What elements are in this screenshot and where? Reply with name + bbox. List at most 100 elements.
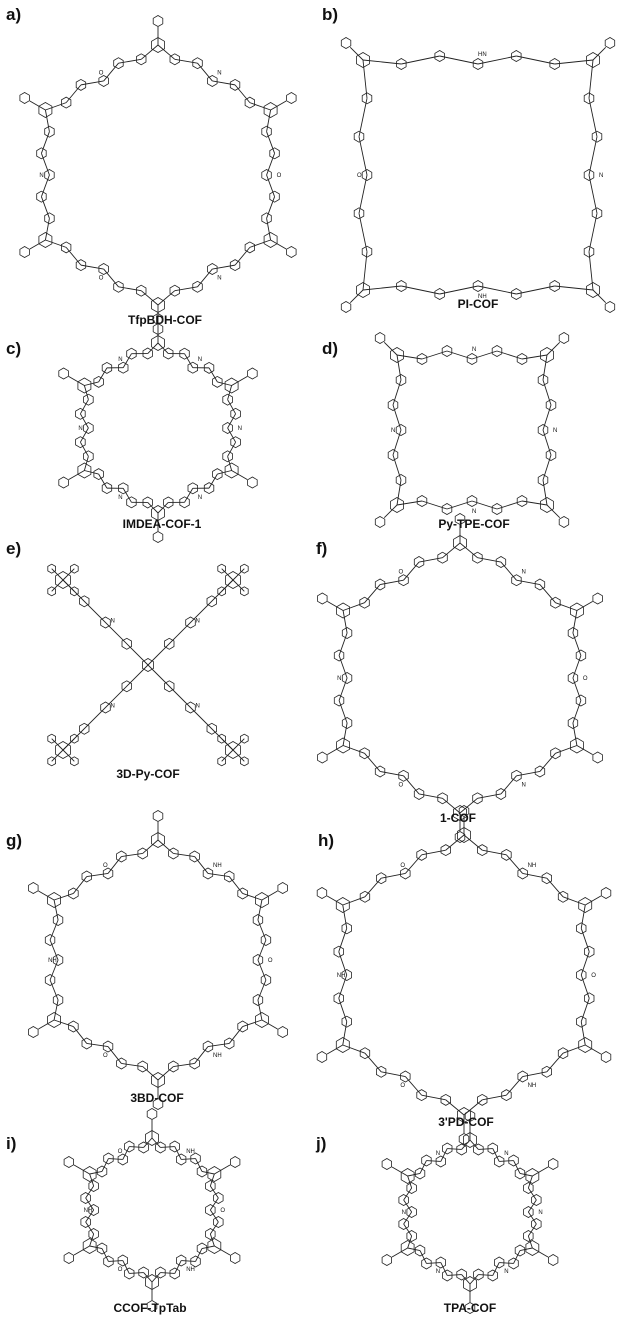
benzene-ring [435,1155,446,1168]
benzene-ring [151,335,165,351]
atom-label: N [337,676,341,682]
bond [266,153,276,176]
atom-label: N [599,173,603,179]
bond [477,285,517,295]
benzene-ring [540,347,554,363]
bond [342,745,365,754]
benzene-ring [576,922,587,935]
bond [588,174,598,214]
bond [242,893,263,901]
benzene-ring [163,496,174,509]
bond [107,856,122,874]
benzene-ring [592,751,603,764]
atom-label: N [39,173,43,179]
atom-label: N [217,276,221,282]
benzene-ring [456,1268,467,1281]
bond [392,454,402,481]
bond [80,80,104,86]
bond [381,873,406,879]
benzene-ring [277,882,288,894]
bond [257,999,263,1021]
benzene-ring [230,1252,241,1264]
bond [588,98,598,137]
benzene-ring [473,1268,484,1281]
benzene-ring [514,1244,526,1257]
bond [426,1160,441,1162]
benzene-ring [192,57,203,70]
bond [580,1021,586,1046]
benzene-ring [169,284,180,297]
benzene-ring [260,934,272,946]
benzene-ring [163,347,174,360]
bond [439,285,479,295]
benzene-ring [396,58,407,70]
bond [40,131,50,154]
benzene-ring [63,1156,74,1168]
benzene-ring [88,1204,99,1216]
benzene-ring [567,717,579,729]
bond [143,1272,153,1283]
bond [194,1046,209,1064]
bond [392,379,402,406]
bond [53,893,74,901]
bond [85,1221,95,1235]
benzene-ring [592,592,603,605]
bond [197,268,213,288]
bond [338,632,348,656]
bond [85,1185,95,1199]
benzene-ring [495,556,507,568]
bond [459,542,478,559]
benzene-ring [548,1254,559,1266]
atom-label: N [472,347,476,353]
benzene-ring [434,50,445,62]
bond [546,341,561,356]
benzene-ring [511,574,522,587]
bond [242,1019,263,1027]
benzene-ring [70,733,79,744]
benzene-ring [600,1051,612,1063]
benzene-ring [501,848,512,861]
bond [326,895,343,906]
atom-label: O [220,1208,225,1214]
atom-label: O [400,863,405,869]
bond [572,700,582,724]
benzene-ring [79,595,90,608]
benzene-ring [591,130,603,143]
panel-label: g) [6,831,23,850]
benzene-ring [164,637,175,650]
atom-label: O [400,1083,405,1089]
benzene-ring [263,232,278,248]
bond [249,102,271,111]
benzene-ring [205,1228,216,1240]
bond [419,1160,427,1174]
benzene-ring [534,765,546,778]
bond [173,1063,195,1067]
bond [383,504,398,519]
bond [73,876,88,894]
benzene-ring [142,496,153,509]
bond [459,797,478,814]
bond [513,1250,521,1264]
bond [379,771,404,777]
benzene-ring [472,792,483,805]
benzene-ring [261,212,272,225]
benzene-ring [398,1194,409,1206]
benzene-ring [361,92,373,105]
benzene-ring [55,741,71,759]
benzene-ring [113,280,124,293]
bond [98,473,108,489]
bond [492,1148,500,1162]
benzene-ring [82,1238,97,1254]
bond [157,44,176,60]
benzene-ring [44,934,56,946]
bond [40,174,50,197]
bond [227,413,237,429]
benzene-ring [146,1300,158,1312]
structure-caption: CCOF-TpTab [113,1301,187,1315]
bond [62,579,75,592]
bond [588,136,598,176]
bond [79,399,89,415]
bond [362,251,368,291]
benzene-ring [58,367,69,380]
bond [249,239,271,248]
